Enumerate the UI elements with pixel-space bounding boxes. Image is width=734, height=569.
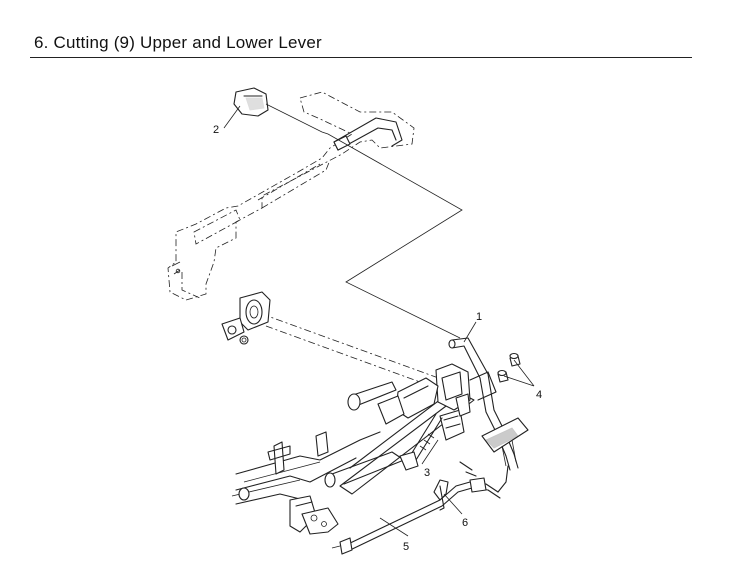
bolt-part-3 — [399, 413, 443, 471]
callout-2: 2 — [213, 124, 219, 136]
pivot-shaft-assembly — [221, 291, 445, 391]
page-title: 6. Cutting (9) Upper and Lower Lever — [34, 33, 322, 52]
leader-3 — [421, 439, 439, 465]
lever-rod-part-1 — [448, 337, 529, 471]
main-frame — [231, 363, 497, 535]
leader-1 — [463, 321, 477, 343]
callout-3: 3 — [424, 467, 430, 479]
leader-6 — [443, 493, 463, 515]
nuts-part-4 — [497, 352, 521, 383]
title-divider — [30, 57, 692, 58]
callout-5: 5 — [403, 541, 409, 553]
leader-lines — [223, 105, 535, 537]
callout-6: 6 — [462, 517, 468, 529]
clip-part-6 — [433, 479, 449, 511]
upper-lever-shaft — [333, 117, 403, 151]
leader-4 — [503, 359, 535, 387]
upper-bracket-panel — [167, 91, 415, 301]
leader-2 — [223, 105, 241, 129]
callout-4: 4 — [536, 389, 542, 401]
grip-part-2 — [233, 87, 269, 117]
callout-1: 1 — [476, 311, 482, 323]
leader-5 — [379, 517, 409, 537]
cable-part-5 — [331, 461, 509, 555]
zigzag-reference-line — [265, 103, 463, 339]
